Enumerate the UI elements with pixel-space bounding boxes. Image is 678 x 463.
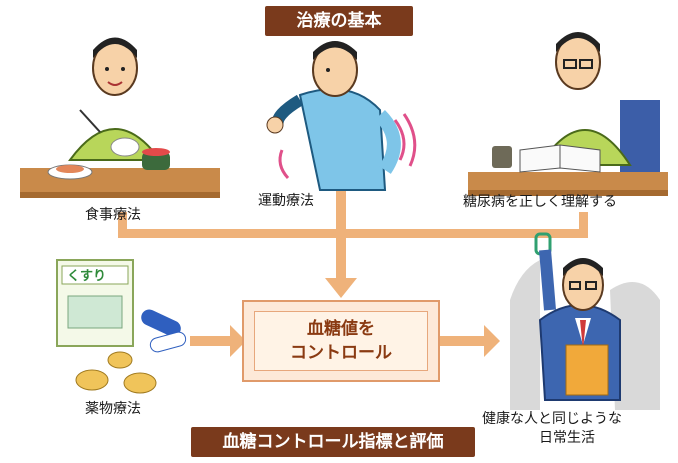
medicine-sign-label: くすり	[67, 269, 107, 284]
down-arrow-shaft	[336, 190, 346, 280]
drug-therapy-label: 薬物療法	[85, 401, 141, 417]
exercise-therapy-label: 運動療法	[258, 193, 314, 209]
drug-arrow-shaft	[190, 336, 232, 346]
result-arrow-head	[484, 325, 500, 357]
connector-arrows	[118, 190, 588, 357]
understanding-drop-line	[579, 212, 588, 234]
top-title-banner: 治療の基本	[265, 6, 413, 36]
commuter-illustration	[510, 232, 660, 410]
diet-drop-line	[118, 212, 127, 234]
top-connector-bar	[118, 229, 588, 238]
bottom-title-banner: 血糖コントロール指標と評価	[191, 427, 475, 457]
drug-arrow-head	[230, 325, 246, 357]
reading-person-illustration	[468, 32, 668, 196]
understanding-label: 糖尿病を正しく理解する	[463, 194, 617, 210]
diet-therapy-label: 食事療法	[85, 207, 141, 223]
result-arrow-shaft	[440, 336, 486, 346]
down-arrow-head	[325, 278, 357, 298]
result-label-line-2: 日常生活	[539, 430, 595, 446]
exercise-person-illustration	[266, 41, 417, 191]
center-line-1: 血糖値を	[307, 319, 375, 339]
blood-sugar-control-box: 血糖値を コントロール	[242, 300, 440, 382]
medicine-illustration	[56, 259, 187, 394]
result-label-line-1: 健康な人と同じような	[482, 411, 622, 427]
diet-person-illustration	[20, 37, 220, 198]
center-line-2: コントロール	[290, 343, 392, 363]
